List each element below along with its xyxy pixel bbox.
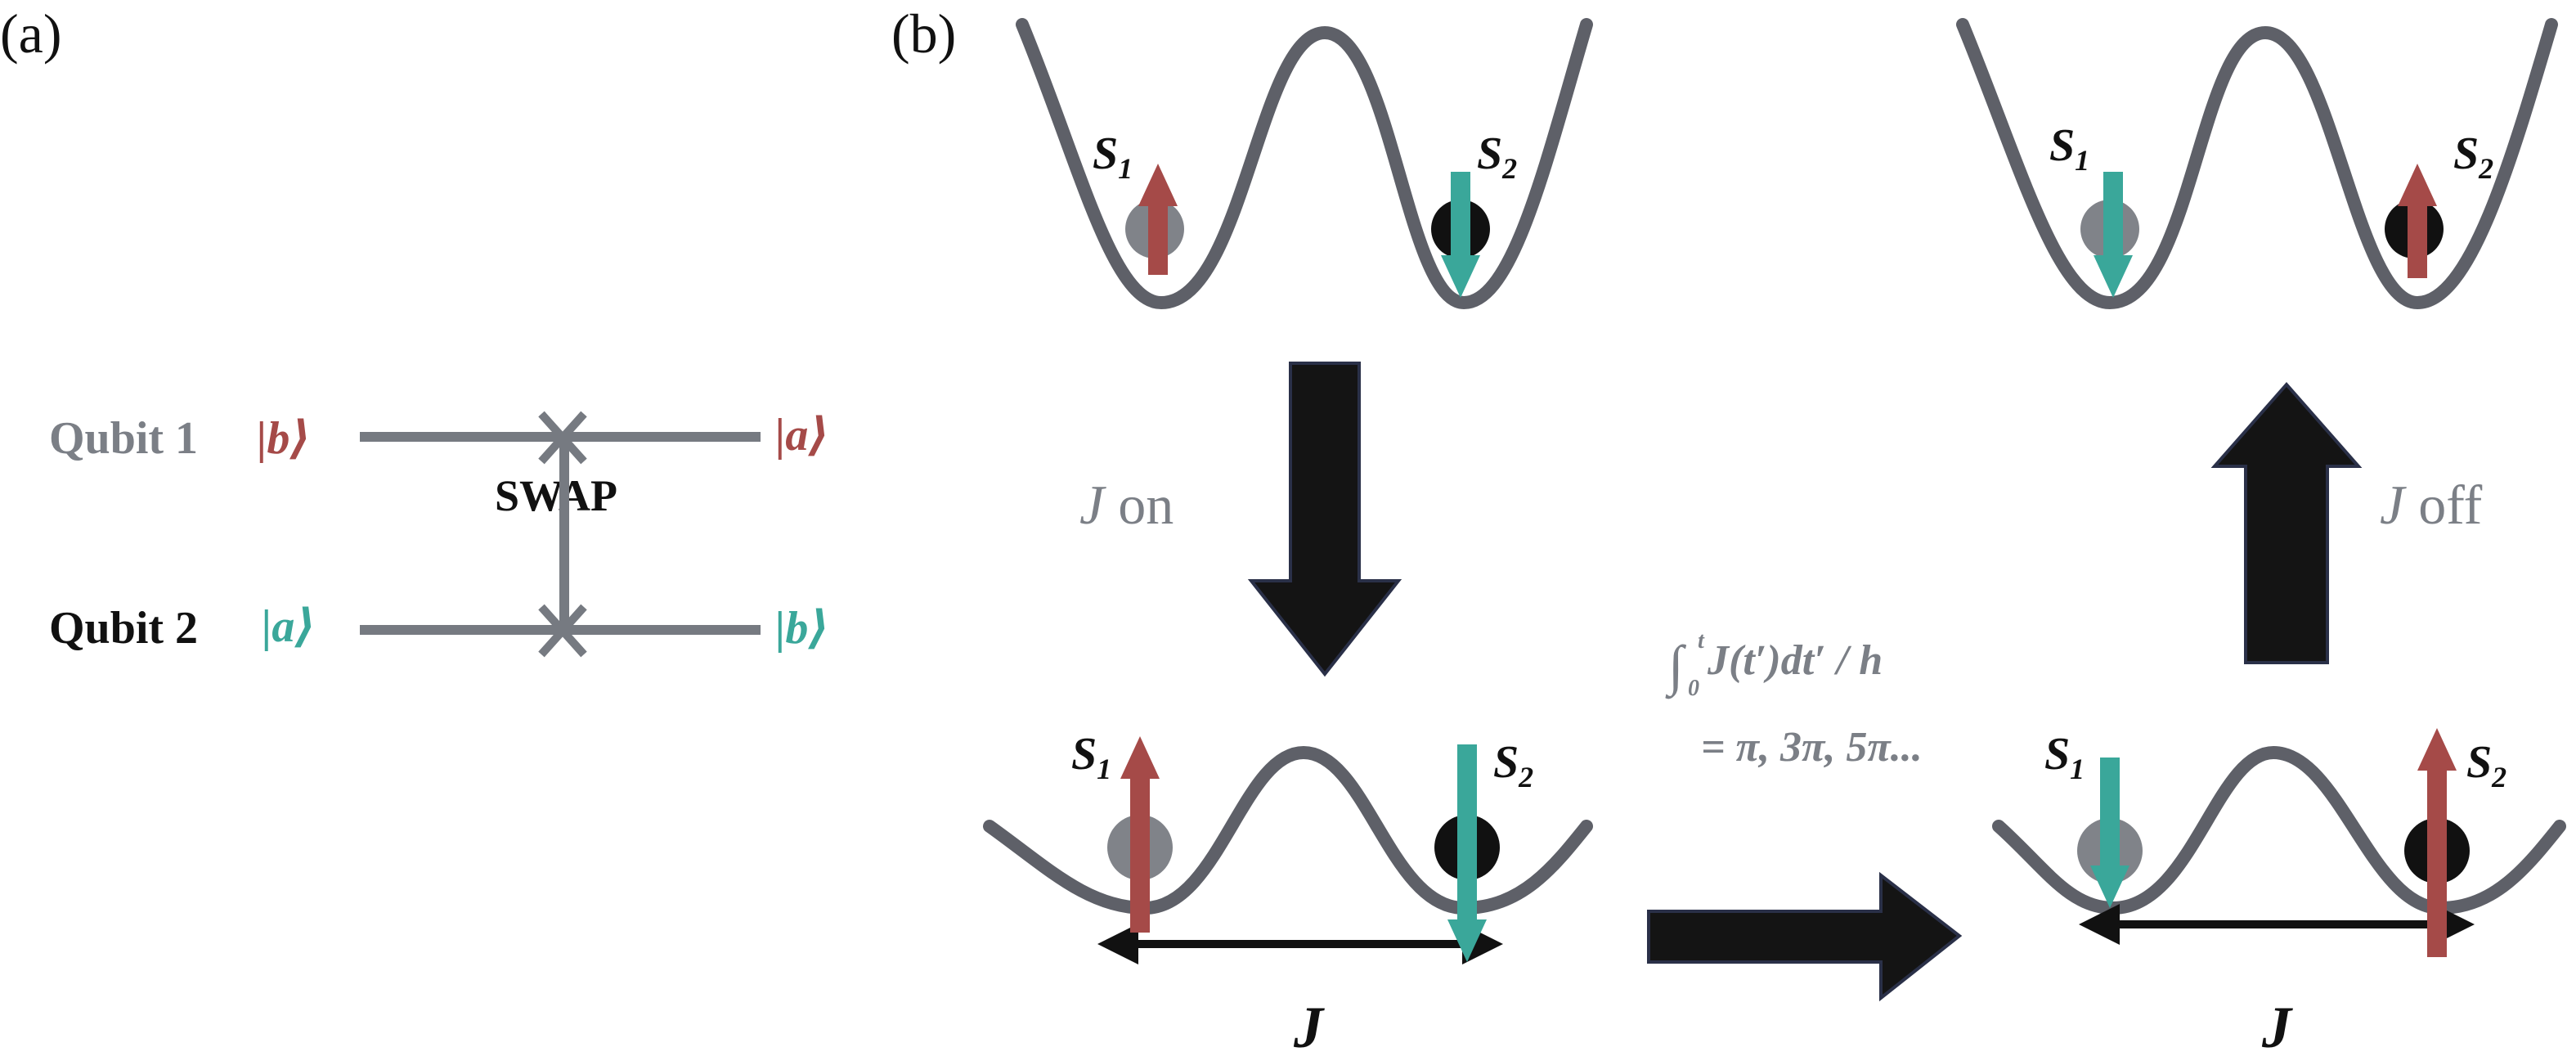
svg-text:t: t — [1698, 628, 1705, 654]
coupling-label: J — [2261, 995, 2293, 1060]
spin1-label: S1 — [2049, 120, 2089, 177]
qubit1-output-ket: |a⟩ — [775, 410, 829, 461]
spin-down-arrow-icon — [2094, 172, 2133, 298]
svg-text:∫: ∫ — [1665, 634, 1687, 699]
svg-text:0: 0 — [1688, 676, 1699, 701]
qubit2-output-ket: |b⟩ — [775, 603, 829, 654]
spin1-label: S1 — [1071, 729, 1111, 785]
spin-up-arrow-icon — [2398, 164, 2437, 278]
qubit2-input-ket: |a⟩ — [262, 601, 316, 652]
swap-gate-title: SWAP — [495, 471, 617, 520]
qubit1-label: Qubit 1 — [49, 413, 198, 464]
coupling-label: J — [1293, 995, 1325, 1060]
spin2-label: S2 — [1493, 737, 1533, 794]
qubit2-label: Qubit 2 — [49, 603, 198, 654]
spin-down-arrow-icon — [2090, 758, 2129, 908]
swap-cross-icon — [538, 604, 587, 658]
spin-down-arrow-icon — [1441, 172, 1480, 298]
spin-up-arrow-icon — [1120, 736, 1160, 933]
down-arrow-icon — [1247, 362, 1402, 677]
svg-text:J(t′)dt′ / h: J(t′)dt′ / h — [1707, 637, 1883, 684]
panel-b-label: (b) — [891, 2, 956, 65]
j-on-label: J on — [1079, 474, 1174, 536]
up-arrow-icon — [2210, 381, 2363, 664]
swap-cross-icon — [538, 411, 587, 465]
double-well-initial — [1016, 18, 1593, 310]
svg-text:= π, 3π, 5π...: = π, 3π, 5π... — [1701, 724, 1923, 771]
panel-a-label: (a) — [0, 2, 61, 65]
spin-down-arrow-icon — [1447, 744, 1487, 962]
j-off-label: J off — [2380, 474, 2483, 536]
right-arrow-icon — [1647, 871, 1963, 1002]
spin2-label: S2 — [2466, 737, 2506, 794]
qubit1-input-ket: |b⟩ — [257, 413, 311, 464]
spin-up-arrow-icon — [2417, 728, 2457, 957]
spin-up-arrow-icon — [1138, 164, 1178, 275]
spin1-label: S1 — [2044, 729, 2085, 785]
double-well-coupled-initial — [983, 745, 1593, 915]
pulse-area-condition: ∫ t 0 J(t′)dt′ / h = π, 3π, 5π... — [1665, 628, 1923, 771]
spin2-label: S2 — [1477, 128, 1517, 185]
double-well-coupled-final — [1992, 745, 2566, 915]
spin1-label: S1 — [1093, 128, 1133, 185]
double-well-final — [1956, 18, 2558, 310]
spin2-label: S2 — [2453, 128, 2493, 185]
